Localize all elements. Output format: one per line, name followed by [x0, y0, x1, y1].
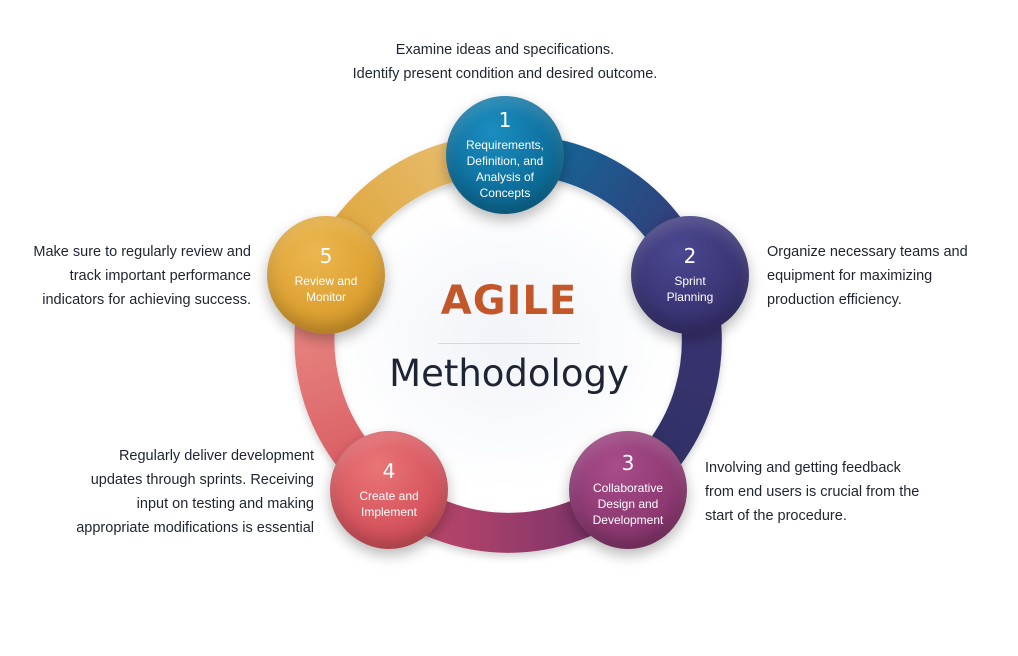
step-1-number: 1	[498, 108, 512, 132]
step-5-number: 5	[319, 244, 333, 268]
step-3-label: Collaborative Design and Development	[592, 481, 664, 527]
step-3-description: Involving and getting feedback from end …	[705, 460, 920, 524]
title-agile: AGILE	[440, 278, 578, 324]
step-4-label: Create and Implement	[359, 489, 419, 519]
step-3-circle: 3 Collaborative Design and Development	[569, 431, 687, 549]
title-divider	[438, 343, 580, 344]
step-4-description: Regularly deliver development updates th…	[76, 448, 314, 536]
step-2-number: 2	[683, 244, 697, 268]
step-5-description: Make sure to regularly review and track …	[33, 244, 251, 308]
step-2-circle: 2 Sprint Planning	[631, 216, 749, 334]
step-3-number: 3	[621, 451, 635, 475]
step-5-circle: 5 Review and Monitor	[267, 216, 385, 334]
step-5-label: Review and Monitor	[294, 274, 358, 304]
step-1-label: Requirements, Definition, and Analysis o…	[465, 138, 545, 200]
step-4-number: 4	[382, 459, 396, 483]
step-2-description: Organize necessary teams and equipment f…	[767, 244, 968, 308]
step-1-circle: 1 Requirements, Definition, and Analysis…	[446, 96, 564, 214]
step-1-description: Examine ideas and specifications. Identi…	[352, 42, 658, 82]
title-methodology: Methodology	[389, 352, 629, 395]
step-4-circle: 4 Create and Implement	[330, 431, 448, 549]
step-2-label: Sprint Planning	[666, 274, 714, 304]
